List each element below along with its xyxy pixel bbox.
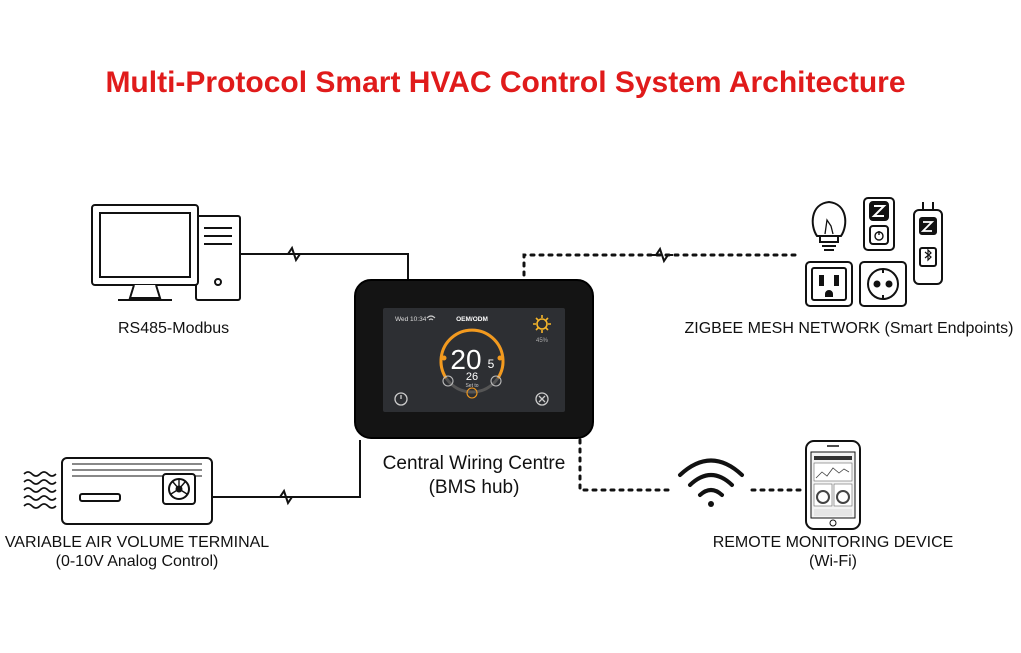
zigbee-dongle-icon: [913, 202, 943, 285]
mode-icons: [442, 375, 502, 399]
thermostat-brand: OEM/ODM: [456, 316, 488, 323]
thermostat-device: Wed 10:34 OEM/ODM 20 5 26 Set to 45%: [354, 279, 594, 439]
zigbee-link-marker: [651, 246, 673, 264]
power-outlet-icon: [805, 261, 853, 307]
remote-label: REMOTE MONITORING DEVICE (Wi-Fi): [708, 533, 958, 571]
thermostat-temperature: 20: [450, 344, 481, 375]
remote-label-line2: (Wi-Fi): [809, 553, 857, 570]
smartphone-icon: [805, 440, 861, 530]
wifi-status-icon: [426, 315, 436, 321]
vav-label-line2: (0-10V Analog Control): [55, 553, 219, 570]
wireless-link-wifi: [578, 438, 802, 492]
diagram-title: Multi-Protocol Smart HVAC Control System…: [105, 66, 906, 99]
wifi-icon: [678, 458, 744, 507]
zigbee-switch-icon: [863, 197, 895, 251]
pc-label: RS485-Modbus: [118, 320, 230, 337]
wireless-link-zigbee: [522, 253, 802, 277]
wired-link-analog: [212, 440, 361, 506]
hub-label-line2: (BMS hub): [428, 477, 520, 498]
power-icon[interactable]: [394, 392, 408, 406]
socket-icon: [859, 261, 907, 307]
vav-label: VARIABLE AIR VOLUME TERMINAL (0-10V Anal…: [2, 533, 272, 571]
vav-label-line1: VARIABLE AIR VOLUME TERMINAL: [4, 534, 270, 551]
thermostat-temperature-decimal: 5: [488, 357, 495, 371]
hub-label-line1: Central Wiring Centre: [382, 453, 566, 474]
zigbee-label: ZIGBEE MESH NETWORK (Smart Endpoints): [684, 320, 1014, 337]
fan-icon[interactable]: [535, 392, 549, 406]
thermostat-datetime: Wed 10:34: [395, 316, 427, 323]
thermostat-humidity: 45%: [536, 338, 549, 344]
thermostat-setpoint: 26: [466, 371, 478, 383]
sun-icon: [533, 315, 551, 333]
vav-terminal-icon: [23, 457, 213, 525]
wired-link-rs485: [240, 245, 409, 280]
remote-label-line1: REMOTE MONITORING DEVICE: [712, 534, 954, 551]
hub-label: Central Wiring Centre (BMS hub): [370, 452, 578, 500]
zigbee-endpoints-icon: [805, 197, 943, 307]
desktop-computer-icon: [91, 204, 241, 301]
light-bulb-icon: [811, 200, 847, 251]
thermostat-set-label: Set to: [465, 383, 478, 389]
